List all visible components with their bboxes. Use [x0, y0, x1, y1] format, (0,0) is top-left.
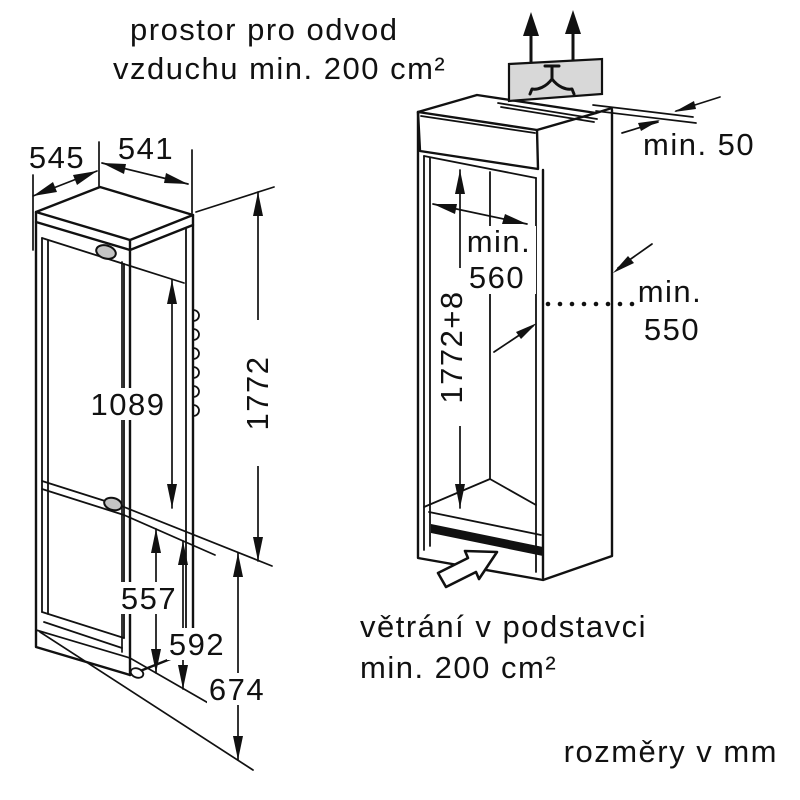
niche-dimension-lines: [432, 96, 721, 509]
niche-clearance-label: min. 50: [643, 127, 755, 162]
top-vent-note-line1: prostor pro odvod: [130, 12, 398, 47]
depth-dotted-line: [545, 301, 635, 307]
dim-674-label: 674: [209, 672, 265, 707]
dim-width-label: 541: [118, 131, 174, 166]
niche-depth-value-label: 550: [644, 312, 700, 347]
dim-total-height-label: 1772: [240, 356, 275, 431]
appliance-dimension-labels: 545 541 1089 1772 557 592 674: [29, 131, 275, 707]
airflow-base-arrow: [436, 549, 499, 589]
top-vent-note-line2: vzduchu min. 200 cm²: [113, 51, 446, 86]
plinth-vent-slot: [431, 524, 543, 556]
dim-lower-door-label: 557: [121, 581, 177, 616]
niche-dimension-labels: min. 50 min. 560 1772+8 min. 550: [434, 127, 755, 426]
bottom-pivot: [129, 667, 145, 679]
dim-depth-label: 545: [29, 140, 85, 175]
top-hinge: [95, 244, 117, 260]
airflow-up-arrows: [523, 10, 581, 64]
niche-width-min-label: min.: [467, 224, 532, 259]
units-note: rozměry v mm: [564, 734, 778, 769]
vent-symbol-icon: [528, 64, 576, 96]
dim-upper-door-label: 1089: [91, 387, 166, 422]
dim-592-label: 592: [169, 627, 225, 662]
base-vent-note-line1: větrání v podstavci: [360, 609, 647, 644]
niche-isometric-view: [416, 10, 614, 589]
base-vent-note-line2: min. 200 cm²: [360, 650, 557, 685]
appliance-dimension-lines: [32, 141, 275, 771]
hinge-bumps: [192, 309, 200, 417]
notes: prostor pro odvod vzduchu min. 200 cm² v…: [113, 12, 778, 769]
niche-width-value-label: 560: [469, 260, 525, 295]
niche-height-label: 1772+8: [434, 290, 469, 403]
niche-depth-min-label: min.: [638, 274, 703, 309]
